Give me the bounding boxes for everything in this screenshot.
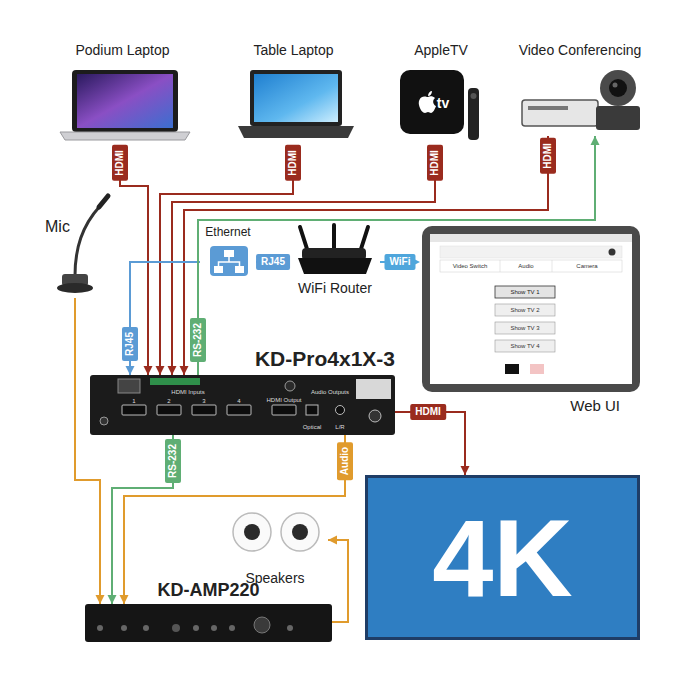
source-device: Video Conferencing (515, 42, 645, 136)
speaker-node: Speakers (222, 510, 328, 586)
signal-tag: HDMI (540, 138, 556, 174)
panel-label: 1 (132, 398, 135, 404)
panel-label: Show TV 3 (510, 325, 539, 331)
signal-tag: HDMI (285, 145, 301, 181)
node-label: KD-AMP220 (157, 580, 259, 601)
cable-line (168, 146, 436, 375)
router-node: WiFi Router (290, 220, 380, 296)
node-label: Mic (45, 218, 70, 236)
panel-label: 4 (237, 398, 240, 404)
signal-tag: HDMI (410, 404, 446, 420)
cable-path (328, 540, 348, 622)
node-label: Ethernet (205, 226, 250, 240)
amplifier-panel (85, 604, 332, 642)
node-label: KD-Pro4x1X-3 (255, 347, 395, 371)
panel-label: tv (437, 96, 449, 110)
panel-label: Video Switch (453, 263, 488, 269)
switcher-node: KD-Pro4x1X-3 (90, 375, 395, 435)
arrow-head (144, 366, 153, 375)
arrow-head (126, 366, 135, 375)
microphone-icon (57, 196, 108, 293)
panel-label: 3 (202, 398, 205, 404)
signal-tag: RS-232 (165, 439, 181, 483)
cable-line (120, 435, 346, 604)
panel-label: Camera (576, 263, 597, 269)
cable-line (395, 412, 470, 475)
amplifier-node: KD-AMP220 (85, 604, 332, 642)
display-node: 4K (365, 475, 640, 640)
arrow-head (180, 366, 189, 375)
cable-path (160, 146, 293, 375)
cable-path (395, 412, 465, 475)
router-icon (298, 225, 372, 274)
node-label: Web UI (570, 397, 620, 414)
panel-label: Show TV 2 (510, 307, 539, 313)
arrow-head (328, 536, 337, 545)
panel-label: HDMI Output (266, 397, 301, 403)
panel-label: Audio (518, 263, 533, 269)
arrow-head (120, 595, 129, 604)
panel-label: Show TV 1 (510, 289, 539, 295)
signal-tag: RJ45 (122, 327, 138, 361)
signal-tag: RS-232 (190, 318, 206, 362)
arrow-head (461, 466, 470, 475)
arrow-head (96, 595, 105, 604)
arrow-head (108, 595, 117, 604)
signal-tag: Audio (337, 442, 353, 480)
node-label: Video Conferencing (519, 42, 642, 58)
panel-label: Optical (303, 424, 322, 430)
arrow-head (591, 136, 600, 145)
signal-tag: WiFi (384, 254, 415, 270)
source-device: Table Laptop (232, 42, 355, 146)
cable-path (184, 136, 548, 375)
speaker-icon (233, 513, 319, 551)
panel-label: Audio Outputs (311, 389, 349, 395)
cable-line (108, 435, 174, 604)
network-icon (210, 246, 248, 276)
panel-label: Show TV 4 (510, 343, 539, 349)
arrow-head (168, 366, 177, 375)
source-device: AppleTV (395, 42, 487, 146)
cable-line (198, 136, 600, 375)
cable-path (75, 298, 100, 604)
network-node: Ethernet (200, 226, 256, 280)
switcher-panel (90, 375, 395, 435)
signal-tag: HDMI (427, 145, 443, 181)
signal-tag: RJ45 (256, 254, 290, 270)
appletv-icon (400, 70, 479, 140)
node-label: 4K (432, 503, 573, 613)
cable-path (124, 435, 345, 604)
mic-device: Mic (40, 212, 118, 298)
cable-line (75, 298, 105, 604)
cable-path (112, 435, 173, 604)
arrow-head (156, 366, 165, 375)
signal-tag: HDMI (112, 145, 128, 181)
cable-path (198, 136, 595, 375)
node-label: WiFi Router (298, 280, 372, 296)
panel-label: HDMI Inputs (171, 389, 204, 395)
cable-line (180, 136, 549, 375)
camera-icon (522, 70, 640, 130)
panel-label: 2 (167, 398, 170, 404)
node-label: Table Laptop (253, 42, 333, 58)
laptop-icon (238, 70, 354, 138)
cable-line (328, 536, 348, 623)
node-label: AppleTV (414, 42, 468, 58)
tablet-icon (422, 226, 640, 392)
node-label: Podium Laptop (75, 42, 169, 58)
web-ui-node: Web UI (420, 224, 642, 414)
panel-label: L/R (335, 424, 344, 430)
cable-line (156, 146, 294, 375)
source-device: Podium Laptop (55, 42, 190, 146)
cable-path (172, 146, 435, 375)
laptop-icon (60, 70, 190, 140)
